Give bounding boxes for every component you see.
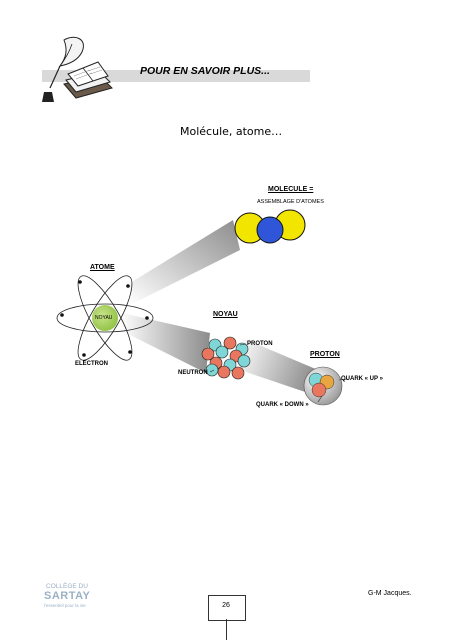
nucleus-label: NOYAU — [213, 311, 238, 318]
school-logo: COLLÈGE DU SARTAY l'essentiel pour la vi… — [44, 583, 91, 608]
zoom-beam-proton — [240, 337, 323, 398]
section-title: Molécule, atome… — [180, 125, 283, 138]
nucleus-cluster — [201, 336, 251, 380]
quark-down-label: QUARK « DOWN » — [256, 402, 309, 408]
quarks — [308, 372, 335, 398]
neutron-label: NEUTRON — [178, 370, 208, 376]
molecule-drawing — [234, 209, 306, 244]
proton-label: PROTON — [310, 351, 340, 358]
page-heading: POUR EN SAVOIR PLUS... — [140, 65, 270, 77]
molecule-caption: ASSEMBLAGE D'ATOMES — [257, 199, 324, 205]
book-quill-icon — [42, 36, 113, 102]
molecule-label: MOLECULE = — [268, 186, 314, 193]
quark-up-label: QUARK « UP » — [341, 376, 383, 382]
page-divider — [226, 619, 227, 640]
electron-label: ELECTRON — [75, 361, 108, 367]
author-name: G-M Jacques. — [368, 590, 412, 597]
atom-nucleus — [92, 305, 118, 331]
header-bar — [42, 70, 310, 82]
proton-small-label: PROTON — [247, 341, 273, 347]
atom-drawing — [56, 275, 154, 361]
electron-dots — [60, 280, 149, 357]
page-number: 26 — [222, 602, 230, 609]
atom-label: ATOME — [90, 264, 115, 271]
zoom-beam-nucleus — [120, 313, 210, 373]
page-number-box — [208, 595, 246, 621]
nucleus-core-label: NOYAU — [95, 315, 113, 321]
zoom-beam-molecule — [130, 220, 240, 305]
